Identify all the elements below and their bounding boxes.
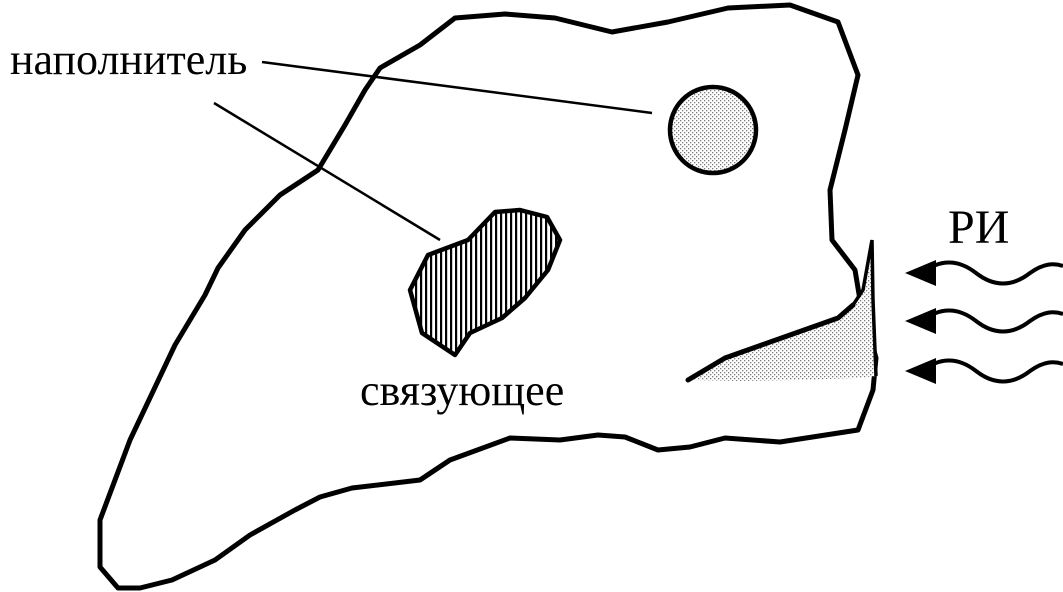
arrowhead-icon bbox=[905, 308, 936, 334]
leader-line-to-round-particle bbox=[262, 62, 652, 113]
binder-label: связующее bbox=[360, 366, 564, 415]
radiation-label: РИ bbox=[948, 201, 1009, 254]
arrowhead-icon bbox=[905, 260, 936, 286]
filler-particle-round bbox=[670, 87, 756, 173]
radiation-arrow-1 bbox=[905, 260, 1063, 286]
filler-label: наполнитель bbox=[10, 35, 247, 84]
radiation-arrow-2 bbox=[905, 308, 1063, 334]
radiation-arrow-3 bbox=[905, 358, 1063, 384]
leader-line-to-irregular-particle bbox=[214, 103, 440, 240]
arrowhead-icon bbox=[905, 358, 936, 384]
filler-particle-irregular bbox=[410, 210, 560, 355]
